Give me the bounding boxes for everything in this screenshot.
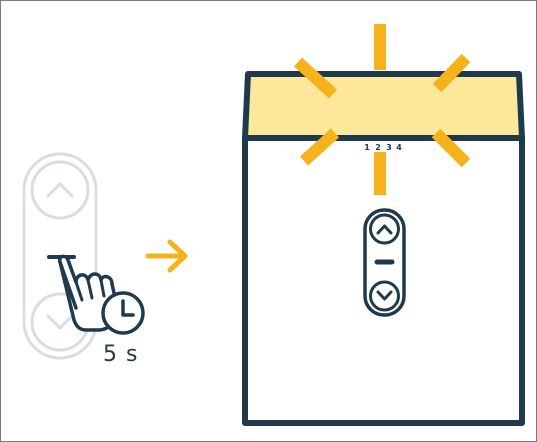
chevron-up-icon (46, 182, 74, 198)
channel-labels: 1 2 3 4 (364, 143, 402, 152)
channel-label-3: 3 (386, 143, 392, 152)
flash-ray-bottom-left (299, 128, 340, 166)
channel-label-2: 2 (375, 143, 381, 152)
unit-up-button-ring (369, 213, 400, 245)
hold-duration-label: 5 s (103, 342, 139, 367)
chevron-up-icon (376, 224, 393, 235)
arrow-right-icon (145, 239, 188, 273)
unit-up-button[interactable] (369, 213, 400, 245)
channel-label-4: 4 (396, 143, 402, 152)
up-button-faded (30, 160, 90, 220)
wall-unit: 1 2 3 4 (242, 24, 525, 426)
channel-label-1: 1 (364, 143, 370, 152)
flash-ray-top-right (432, 53, 471, 93)
unit-down-button-ring (369, 280, 400, 312)
chevron-down-icon (376, 290, 393, 301)
remote-faded (22, 152, 98, 360)
unit-down-button[interactable] (369, 280, 400, 312)
unit-remote (363, 208, 406, 317)
clock-icon (101, 291, 145, 335)
unit-header (242, 71, 525, 141)
flash-ray-top-left (293, 57, 338, 99)
chevron-down-icon (46, 314, 74, 330)
flash-ray-bottom-right (431, 128, 471, 168)
flash-rays (293, 24, 471, 195)
